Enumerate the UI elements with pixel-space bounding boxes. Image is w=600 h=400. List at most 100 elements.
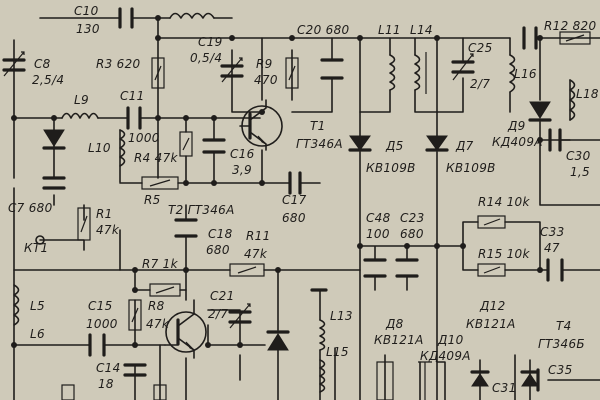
label-c20: C20 680 bbox=[297, 23, 350, 37]
transistor-t1 bbox=[239, 99, 283, 151]
label-l5: L5 bbox=[30, 299, 45, 313]
transistor-t2 bbox=[164, 299, 207, 359]
resistor-bottom-left bbox=[61, 384, 167, 400]
label-c17: C17 bbox=[282, 193, 307, 207]
label-c16: C16 bbox=[230, 147, 255, 161]
label-t4: Т4 bbox=[556, 319, 572, 333]
label-l15: L15 bbox=[326, 345, 349, 359]
capacitor-c15 bbox=[88, 333, 106, 357]
label-c8: C8 bbox=[34, 57, 51, 71]
label-c48-val: 100 bbox=[366, 227, 390, 241]
label-r12: R12 820 bbox=[544, 19, 596, 33]
label-c14: C14 bbox=[96, 361, 121, 375]
label-r15: R15 10k bbox=[478, 247, 530, 261]
capacitor-c20 bbox=[320, 58, 344, 80]
resistor-r1 bbox=[77, 207, 91, 241]
label-d7-type: КВ109В bbox=[446, 161, 496, 175]
varicap-d7 bbox=[425, 135, 449, 152]
resistor-r4 bbox=[179, 131, 193, 157]
label-r1-val: 47k bbox=[96, 223, 120, 237]
label-d12: Д12 bbox=[479, 299, 506, 313]
label-c11-val: 1000 bbox=[128, 131, 160, 145]
inductor-l18 bbox=[569, 79, 576, 121]
inductor-l11 bbox=[389, 54, 396, 91]
label-c31: C31 bbox=[492, 381, 517, 395]
label-r11: R11 bbox=[246, 229, 271, 243]
inductor-l13 bbox=[310, 288, 328, 351]
label-c23: C23 bbox=[400, 211, 425, 225]
label-r11-val: 47k bbox=[244, 247, 268, 261]
label-d5-type: КВ109В bbox=[366, 161, 416, 175]
label-d10: Д10 bbox=[437, 333, 464, 347]
label-l11: L11 bbox=[378, 23, 401, 37]
label-c16-val: 3,9 bbox=[232, 163, 252, 177]
label-c48: C48 bbox=[366, 211, 391, 225]
label-c7: C7 680 bbox=[8, 201, 53, 215]
capacitor-c33 bbox=[546, 258, 564, 282]
label-c14-val: 18 bbox=[98, 377, 114, 391]
label-l9: L9 bbox=[74, 93, 89, 107]
label-c33: C33 bbox=[540, 225, 565, 239]
inductor-top bbox=[169, 12, 215, 19]
label-d7: Д7 bbox=[455, 139, 474, 153]
resistor-r9 bbox=[285, 57, 299, 89]
capacitor-c18 bbox=[174, 218, 198, 238]
capacitor-c21 bbox=[228, 303, 252, 329]
inductor-l10 bbox=[119, 129, 126, 167]
label-l10: L10 bbox=[88, 141, 111, 155]
label-kt1: КТ1 bbox=[24, 241, 48, 255]
capacitor-c23 bbox=[395, 258, 419, 278]
varicap-d5 bbox=[348, 135, 372, 152]
label-c18: C18 bbox=[208, 227, 233, 241]
label-c17-val: 680 bbox=[282, 211, 306, 225]
resistor-r14 bbox=[477, 215, 506, 229]
components bbox=[2, 7, 591, 400]
diode-d6 bbox=[266, 330, 290, 351]
capacitor-c11 bbox=[126, 106, 142, 130]
inductor-l15 bbox=[319, 359, 326, 393]
inductor-l16 bbox=[509, 54, 516, 93]
label-c23-val: 680 bbox=[400, 227, 424, 241]
resistor-r11 bbox=[229, 263, 265, 277]
capacitor-c17 bbox=[288, 171, 302, 195]
capacitor-c19 bbox=[220, 57, 244, 83]
label-c33-val: 47 bbox=[544, 241, 560, 255]
label-r7: R7 1k bbox=[142, 257, 179, 271]
capacitor-c25 bbox=[451, 53, 475, 81]
label-r8-val: 47k bbox=[146, 317, 170, 331]
diode-d9 bbox=[528, 101, 552, 122]
label-r1: R1 bbox=[96, 207, 113, 221]
resistor-r12 bbox=[559, 31, 591, 45]
labels: C10 130 C8 2,5/4 R3 620 C19 0,5/4 R9 470… bbox=[8, 4, 599, 395]
label-t1: T1 bbox=[310, 119, 326, 133]
label-d8: Д8 bbox=[385, 317, 404, 331]
label-r9: R9 bbox=[256, 57, 273, 71]
inductor-l14 bbox=[414, 52, 427, 94]
capacitor-c7 bbox=[42, 176, 66, 190]
label-c21: C21 bbox=[210, 289, 235, 303]
label-r14: R14 10k bbox=[478, 195, 530, 209]
label-c19-val: 0,5/4 bbox=[190, 51, 222, 65]
label-c19: C19 bbox=[198, 35, 223, 49]
label-c15-val: 1000 bbox=[86, 317, 118, 331]
resistor-r15 bbox=[477, 263, 506, 277]
label-t2: T2 ГТ346А bbox=[168, 203, 235, 217]
label-r5: R5 bbox=[144, 193, 161, 207]
label-c30: C30 bbox=[566, 149, 591, 163]
label-t4-type: ГТ346Б bbox=[538, 337, 585, 351]
capacitor-c30 bbox=[548, 128, 562, 152]
capacitor-r12-side bbox=[522, 26, 538, 50]
inductor-l5 bbox=[13, 284, 20, 326]
label-c10-val: 130 bbox=[76, 22, 100, 36]
label-r4: R4 47k bbox=[134, 151, 179, 165]
label-l13: L13 bbox=[330, 309, 353, 323]
label-c18-val: 680 bbox=[206, 243, 230, 257]
capacitor-c16 bbox=[202, 138, 226, 154]
junctions bbox=[11, 15, 543, 348]
label-d12-type: КВ121А bbox=[466, 317, 516, 331]
label-c30-val: 1,5 bbox=[570, 165, 590, 179]
diode-upper-left bbox=[42, 129, 66, 150]
label-d10-type: КД409А bbox=[420, 349, 471, 363]
label-l16: L16 bbox=[514, 67, 537, 81]
label-l6: L6 bbox=[30, 327, 45, 341]
